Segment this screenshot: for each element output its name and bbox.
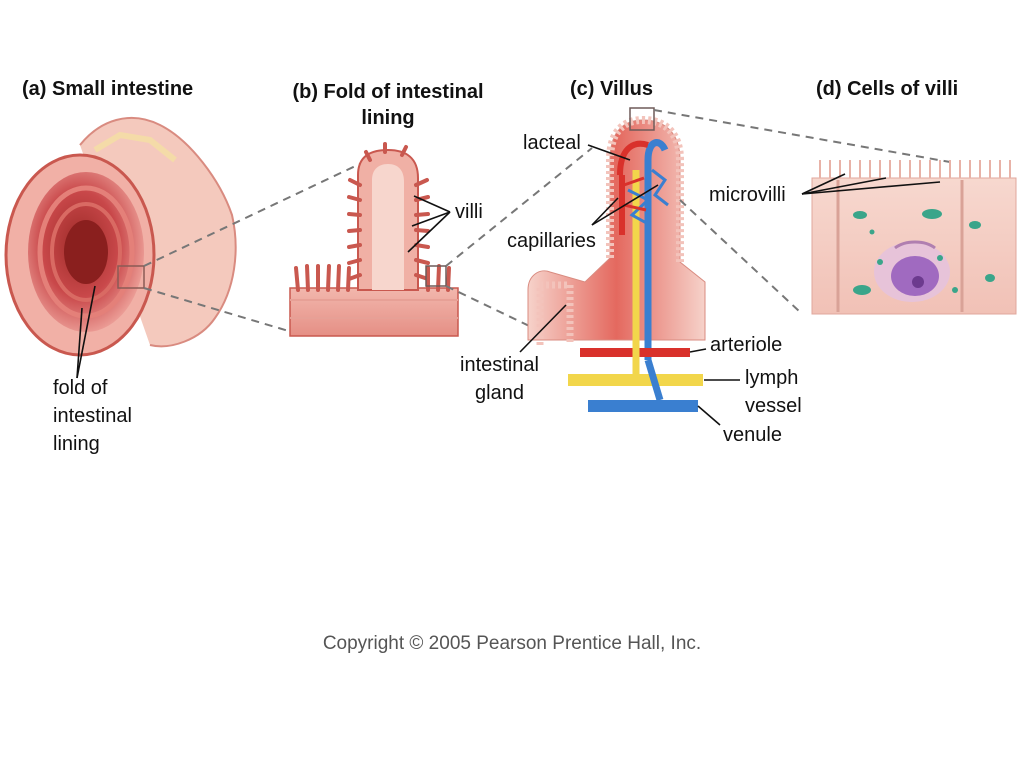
lacteal-label: lacteal [523, 132, 581, 154]
fold-label-line3: lining [53, 433, 100, 455]
lymph-vessel-label: lymph vessel [745, 364, 802, 420]
lymph-vessel-line1: lymph [745, 367, 799, 389]
copyright-notice: Copyright © 2005 Pearson Prentice Hall, … [322, 633, 702, 654]
intestinal-gland-line1: intestinal [460, 354, 539, 376]
panel-b-title-line2: lining [361, 107, 415, 129]
panel-d-title: (d) Cells of villi [816, 78, 959, 100]
fold-label: fold of intestinal lining [53, 374, 132, 458]
villus-drawing [527, 107, 706, 412]
panel-b-title: (b) Fold of intestinal lining [270, 79, 506, 131]
fold-label-line1: fold of [53, 377, 108, 399]
arteriole-label: arteriole [710, 334, 783, 356]
microvilli-label: microvilli [709, 184, 786, 206]
capillaries-label: capillaries [507, 230, 596, 252]
lymph-vessel-line2: vessel [745, 395, 802, 417]
venule-label: venule [723, 424, 782, 446]
panel-c-title: (c) Villus [570, 78, 653, 100]
small-intestine-drawing [4, 116, 237, 357]
zoom-lines-a-b [143, 151, 386, 333]
fold-label-line2: intestinal [53, 405, 132, 427]
intestinal-gland-label: intestinal gland [460, 351, 539, 407]
fold-drawing [289, 142, 459, 337]
leader-lines [76, 144, 941, 426]
cells-drawing [811, 160, 1017, 315]
panel-a-title: (a) Small intestine [22, 78, 194, 100]
intestinal-gland-line2: gland [475, 382, 524, 404]
panel-b-title-line1: (b) Fold of intestinal [292, 81, 484, 103]
zoom-lines-b-c [445, 147, 593, 336]
villi-label: villi [455, 201, 483, 223]
